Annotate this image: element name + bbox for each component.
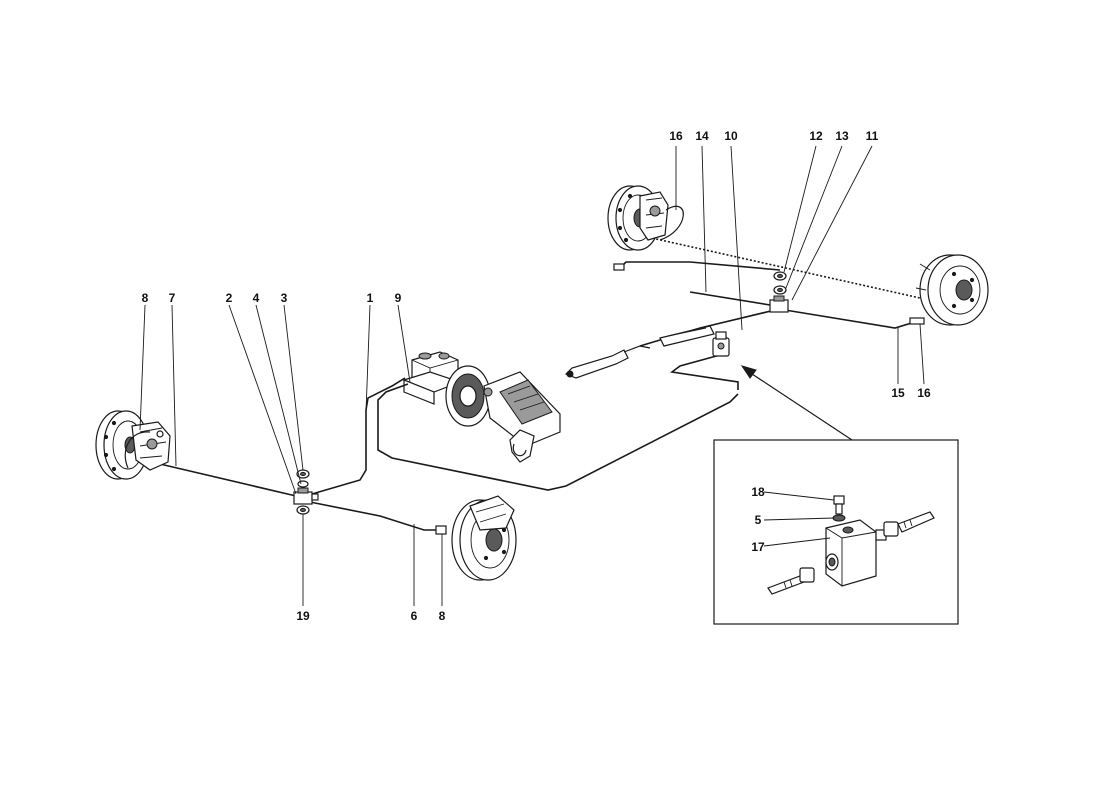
callout-16-rear-right: 16 bbox=[917, 386, 931, 400]
handbrake-cable-equalizer bbox=[659, 325, 715, 347]
callout-19: 19 bbox=[296, 609, 310, 623]
callout-labels: 16 14 10 12 13 11 8 7 2 4 3 1 9 15 16 19… bbox=[142, 129, 931, 623]
rear-axle-assembly bbox=[619, 231, 921, 390]
callout-8-front-left: 8 bbox=[142, 291, 149, 305]
callout-4: 4 bbox=[253, 291, 260, 305]
callout-5: 5 bbox=[755, 513, 762, 527]
front-brake-pipes bbox=[159, 377, 739, 531]
callout-17: 17 bbox=[751, 540, 765, 554]
callout-12: 12 bbox=[809, 129, 823, 143]
rear-left-caliper bbox=[639, 191, 684, 241]
rear-right-brake-disc bbox=[915, 254, 989, 326]
callout-13: 13 bbox=[835, 129, 849, 143]
callout-10: 10 bbox=[724, 129, 738, 143]
callout-2: 2 bbox=[226, 291, 233, 305]
brake-regulator-valve bbox=[712, 331, 730, 357]
rear-tee-fitting bbox=[769, 271, 789, 313]
callout-8-front-right: 8 bbox=[439, 609, 446, 623]
inset-pointer-arrow bbox=[740, 365, 853, 441]
callout-7: 7 bbox=[169, 291, 176, 305]
inset-detail-box bbox=[713, 439, 959, 625]
callout-3: 3 bbox=[281, 291, 288, 305]
master-cylinder-booster bbox=[402, 351, 561, 463]
callout-11: 11 bbox=[866, 129, 879, 143]
callout-9: 9 bbox=[395, 291, 402, 305]
callout-16-rear-left: 16 bbox=[669, 129, 683, 143]
front-tee-fitting bbox=[293, 469, 319, 515]
callout-1: 1 bbox=[367, 291, 374, 305]
leader-lines bbox=[139, 145, 925, 606]
front-left-caliper bbox=[124, 421, 171, 471]
handbrake-lever bbox=[564, 345, 651, 379]
callout-18: 18 bbox=[751, 485, 765, 499]
callout-6: 6 bbox=[411, 609, 418, 623]
flex-hoses bbox=[613, 263, 925, 325]
callout-14: 14 bbox=[695, 129, 709, 143]
callout-15: 15 bbox=[891, 386, 905, 400]
front-right-caliper bbox=[435, 495, 515, 535]
